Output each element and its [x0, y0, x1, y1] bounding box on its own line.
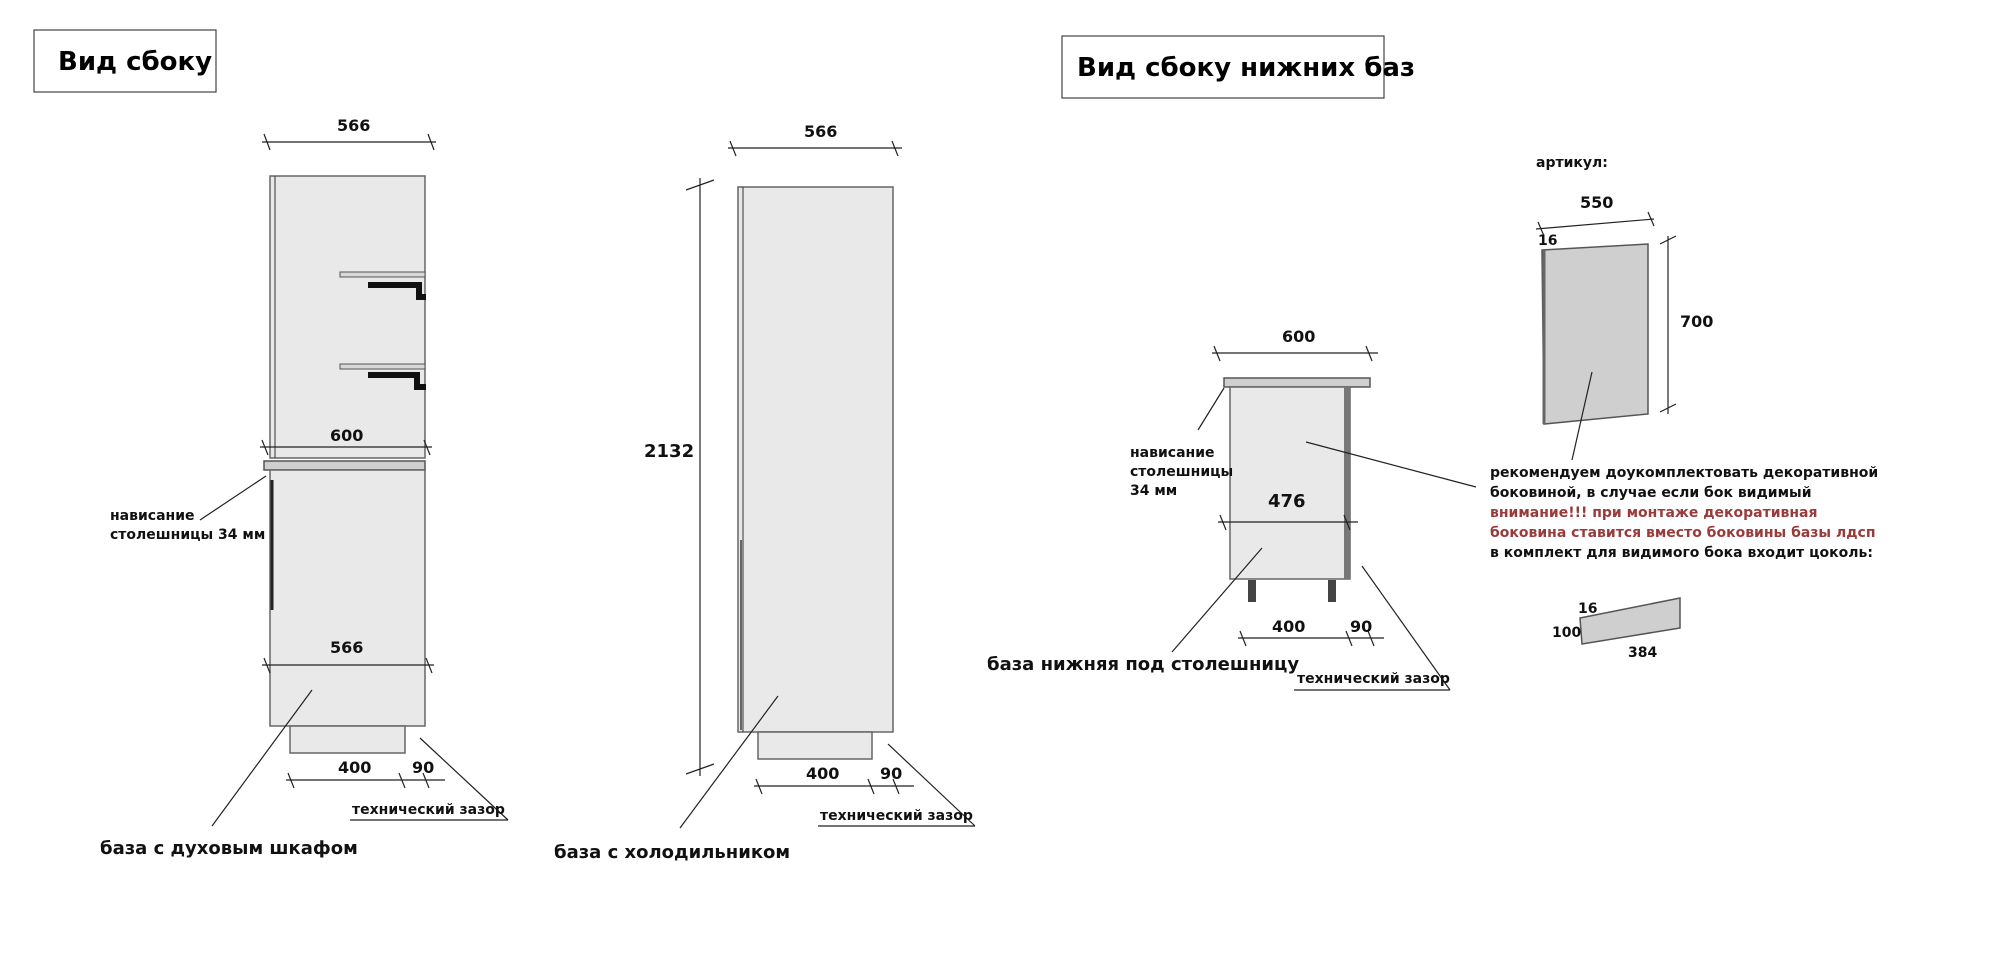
- fridge-dim-height: 2132: [644, 441, 694, 462]
- title-side-view: Вид сбоку: [33, 29, 217, 93]
- lower-overhang-label-1: нависание: [1130, 445, 1215, 461]
- fridge-plinth: [757, 731, 873, 760]
- oven-overhang-label-2: столешницы 34 мм: [110, 527, 265, 543]
- title-side-view-lower: Вид сбоку нижних баз: [1061, 35, 1415, 99]
- decor-dim-height: 700: [1680, 312, 1713, 331]
- lower-caption: база нижняя под столешницу: [987, 654, 1299, 675]
- lower-overhang-label-3: 34 мм: [1130, 483, 1177, 499]
- plinth-dim-length: 384: [1628, 645, 1657, 661]
- recommendation-notes: рекомендуем доукомплектовать декоративно…: [1305, 441, 1878, 561]
- oven-dim-plinth: 400: [338, 758, 371, 777]
- fridge-base-drawing: 566 2132 400 90 технический зазор база с…: [554, 122, 976, 863]
- oven-plinth: [289, 725, 406, 754]
- oven-dim-countertop: 600: [330, 426, 363, 445]
- title-side-view-text: Вид сбоку: [58, 47, 212, 77]
- lower-dim-countertop: 600: [1282, 327, 1315, 346]
- oven-caption: база с духовым шкафом: [100, 838, 358, 859]
- decor-panel-shape: [1541, 243, 1649, 425]
- decor-dim-thickness: 16: [1538, 233, 1557, 249]
- oven-dim-gap: 90: [412, 758, 434, 777]
- fridge-tech-gap-label: технический зазор: [820, 808, 973, 824]
- decor-article-label: артикул:: [1536, 155, 1608, 171]
- plinth-dim-height: 100: [1552, 625, 1581, 641]
- oven-base-drawing: 566 600 566 400 90 нависание столешницы …: [100, 116, 509, 859]
- note-warning-2: боковина ставится вместо боковины базы л…: [1490, 525, 1876, 541]
- lower-leg-left: [1248, 580, 1256, 602]
- fridge-body: [737, 186, 894, 733]
- oven-tech-gap-label: технический зазор: [352, 802, 505, 818]
- plinth-piece-shape: [1579, 597, 1681, 645]
- lower-countertop: [1223, 377, 1371, 388]
- oven-overhang-label-1: нависание: [110, 508, 195, 524]
- plinth-piece-drawing: 16 100 384: [1552, 597, 1681, 661]
- lower-dim-gap: 90: [1350, 617, 1372, 636]
- fridge-dim-top: 566: [804, 122, 837, 141]
- lower-tech-gap-label: технический зазор: [1297, 671, 1450, 687]
- oven-countertop: [263, 460, 426, 471]
- lower-dim-body: 476: [1268, 491, 1306, 512]
- lower-overhang-label-2: столешницы: [1130, 464, 1233, 480]
- fridge-caption: база с холодильником: [554, 842, 790, 863]
- plinth-dim-thickness: 16: [1578, 601, 1597, 617]
- note-line-1: рекомендуем доукомплектовать декоративно…: [1490, 465, 1878, 481]
- decor-panel-drawing: артикул: 550 16 700: [1535, 155, 1713, 461]
- fridge-dim-gap: 90: [880, 764, 902, 783]
- oven-dim-bottom: 566: [330, 638, 363, 657]
- oven-dim-top: 566: [337, 116, 370, 135]
- lower-base-drawing: 600 476 400 90 нависание столешницы 34 м…: [987, 327, 1451, 691]
- note-line-3: в комплект для видимого бока входит цоко…: [1490, 545, 1873, 561]
- oven-lower-body: [269, 469, 426, 727]
- decor-dim-width: 550: [1580, 193, 1613, 212]
- fridge-dim-plinth: 400: [806, 764, 839, 783]
- title-side-view-lower-text: Вид сбоку нижних баз: [1077, 53, 1415, 83]
- oven-shelf-lower: [339, 363, 426, 370]
- lower-body: [1229, 386, 1351, 580]
- oven-shelf-upper: [339, 271, 426, 278]
- note-warning-1: внимание!!! при монтаже декоративная: [1490, 505, 1818, 521]
- oven-upper-body: [269, 175, 426, 459]
- lower-leg-right: [1328, 580, 1336, 602]
- lower-dim-plinth: 400: [1272, 617, 1305, 636]
- note-line-2: боковиной, в случае если бок видимый: [1490, 485, 1812, 501]
